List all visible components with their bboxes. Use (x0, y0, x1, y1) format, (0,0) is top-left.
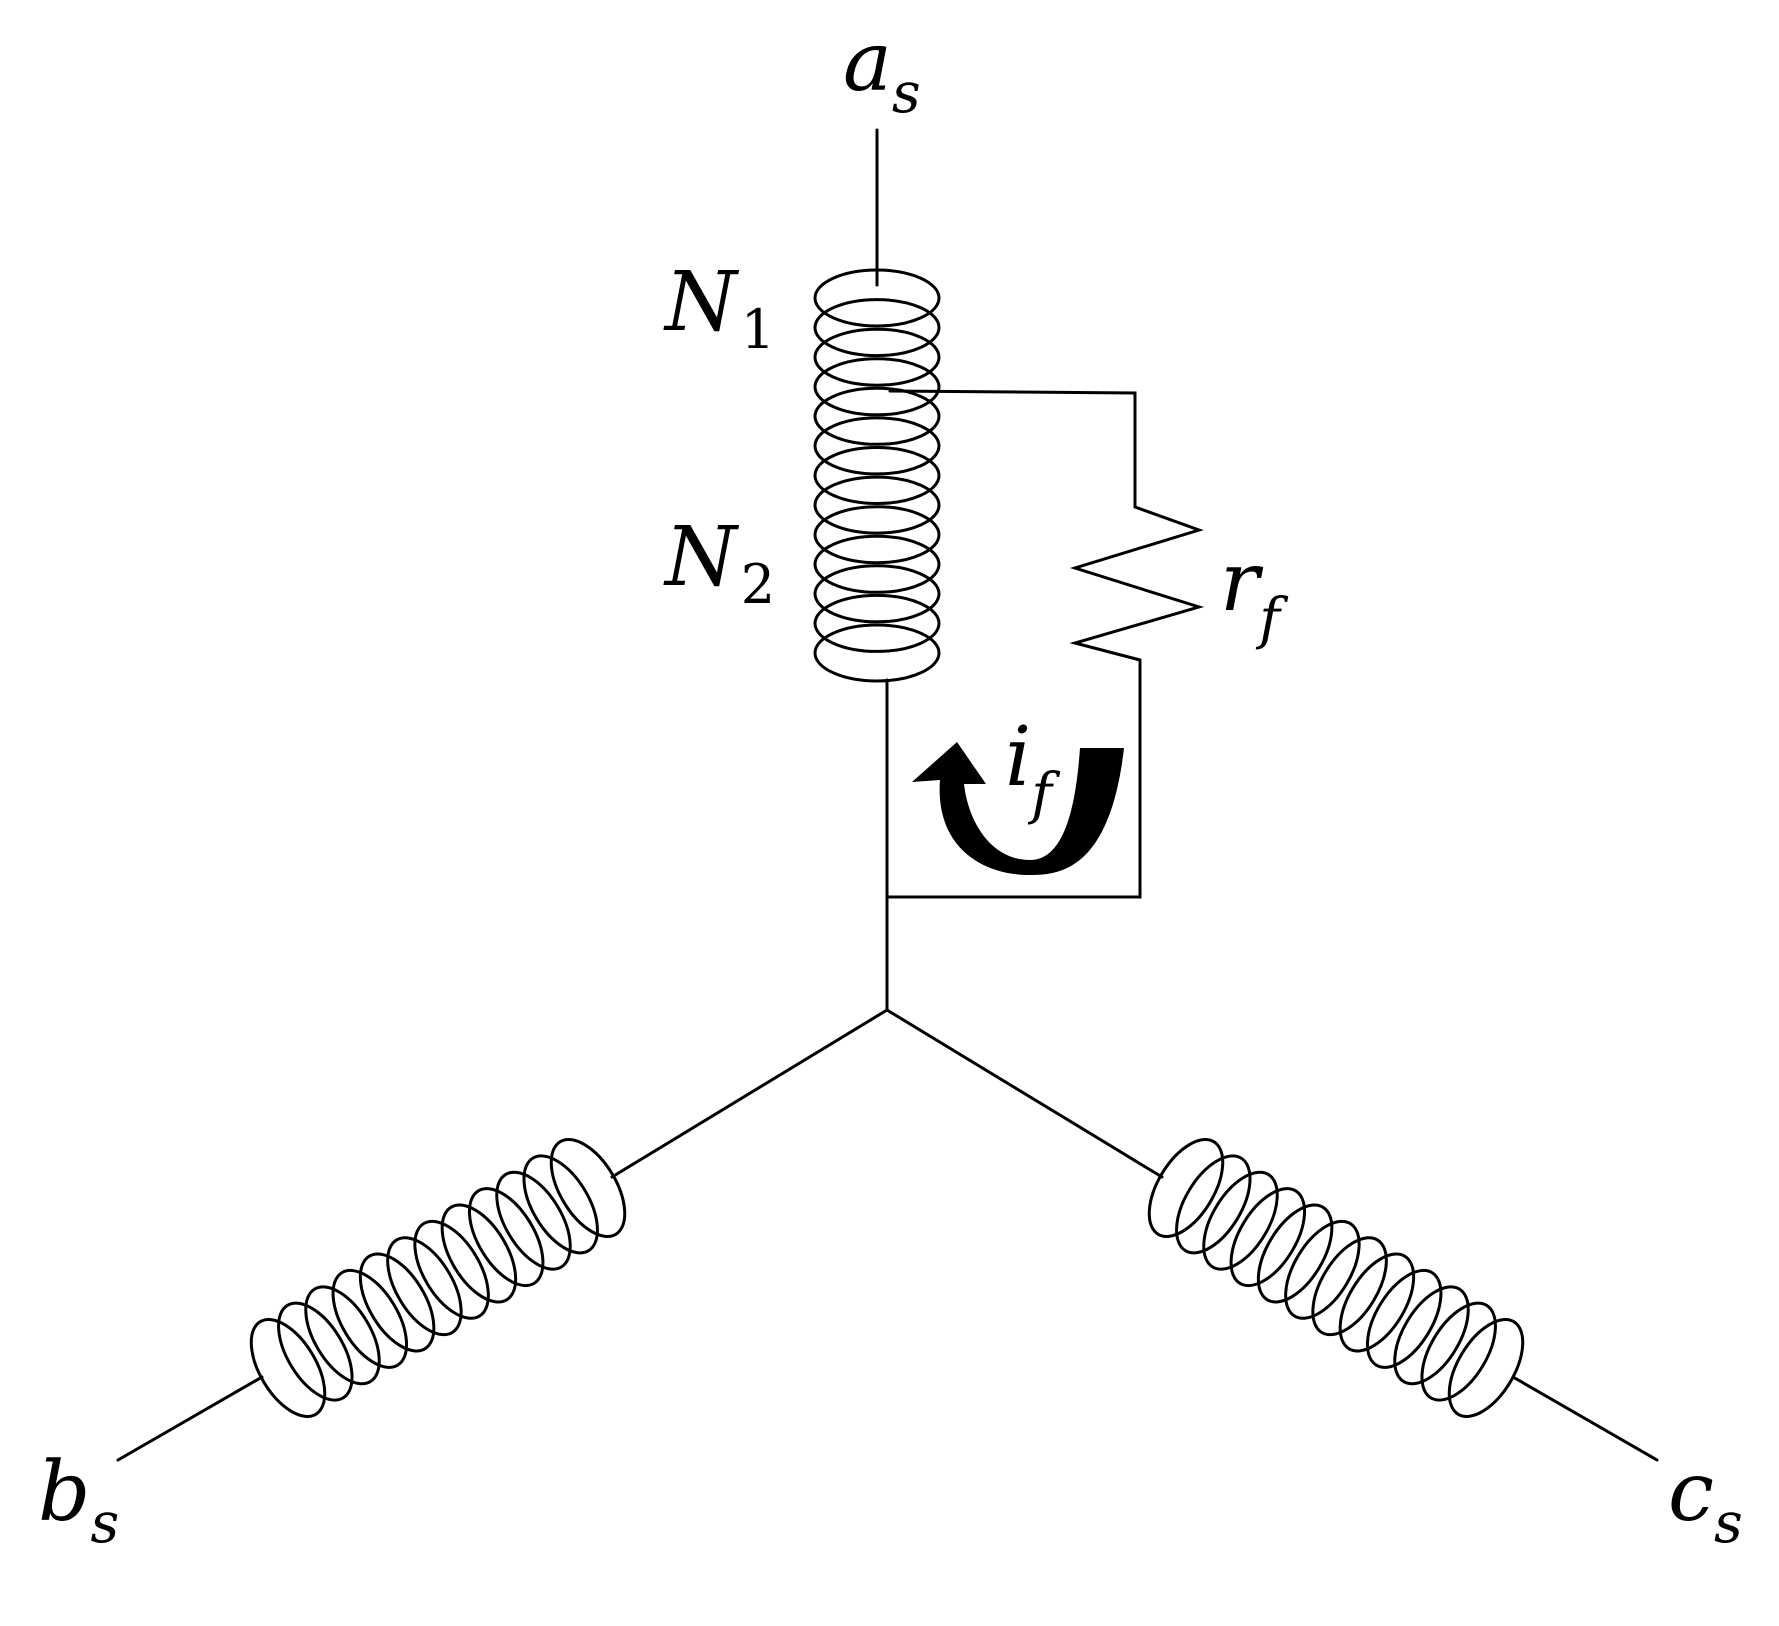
coil-turn (813, 327, 941, 387)
coil-turn (1420, 1301, 1497, 1402)
coil-turn (467, 1187, 545, 1288)
terminal-a-label: as (843, 15, 921, 126)
coil-turn (813, 534, 941, 594)
coil-turn (1147, 1138, 1225, 1238)
coil-turn (813, 593, 941, 653)
coil-turn (249, 1318, 327, 1418)
coil-turn (813, 446, 941, 505)
coil-turn (386, 1236, 463, 1337)
coil-turn (813, 298, 941, 358)
coil-turn (813, 268, 941, 328)
coil-turn (1365, 1268, 1443, 1369)
coil-turn (413, 1219, 490, 1320)
coil-turn (522, 1154, 599, 1255)
coil-turn (358, 1252, 436, 1353)
coil-turn (1447, 1318, 1525, 1418)
branch-c-wire (885, 1008, 1164, 1179)
coil-turn (1202, 1170, 1279, 1271)
coil-turn (331, 1268, 409, 1369)
terminal-c-label: cs (1668, 1445, 1743, 1556)
coil-turn (1175, 1154, 1252, 1255)
phase-b-lead (116, 1375, 264, 1462)
coil-turn (813, 623, 941, 683)
coil-turn (1393, 1285, 1470, 1386)
coil-turn (813, 416, 941, 476)
fault-resistor-label: rf (1220, 535, 1289, 652)
coil-turn (1284, 1219, 1361, 1320)
coil-turn (813, 386, 941, 446)
terminal-b-label: bs (38, 1445, 119, 1556)
fault-tap-wire (888, 389, 1137, 509)
coil-turn (440, 1203, 518, 1304)
coil-turn (813, 475, 941, 535)
phase-a-coil (813, 268, 941, 683)
phase-b-coil (249, 1138, 627, 1418)
fault-return-wire (885, 658, 1142, 899)
coil-turn (495, 1170, 572, 1271)
fault-current-label: if (1005, 710, 1061, 827)
phase-c-coil (1147, 1138, 1525, 1418)
coil-turn (277, 1301, 354, 1402)
n1-label: N1 (663, 255, 775, 361)
branch-b-wire (610, 1008, 889, 1179)
coil-turn (549, 1138, 627, 1238)
coil-turn (813, 564, 941, 624)
coil-turn (1229, 1187, 1307, 1288)
phase-c-lead (1511, 1375, 1659, 1462)
n2-label: N2 (663, 510, 775, 616)
coil-turn (304, 1285, 381, 1386)
fault-current-arrow (912, 742, 1124, 875)
coil-turn (1338, 1252, 1416, 1353)
coil-turn (813, 357, 941, 417)
coil-turn (1311, 1236, 1388, 1337)
coil-turn (1256, 1203, 1334, 1304)
coil-turn (813, 505, 941, 565)
fault-resistor-zigzag (1069, 505, 1205, 662)
